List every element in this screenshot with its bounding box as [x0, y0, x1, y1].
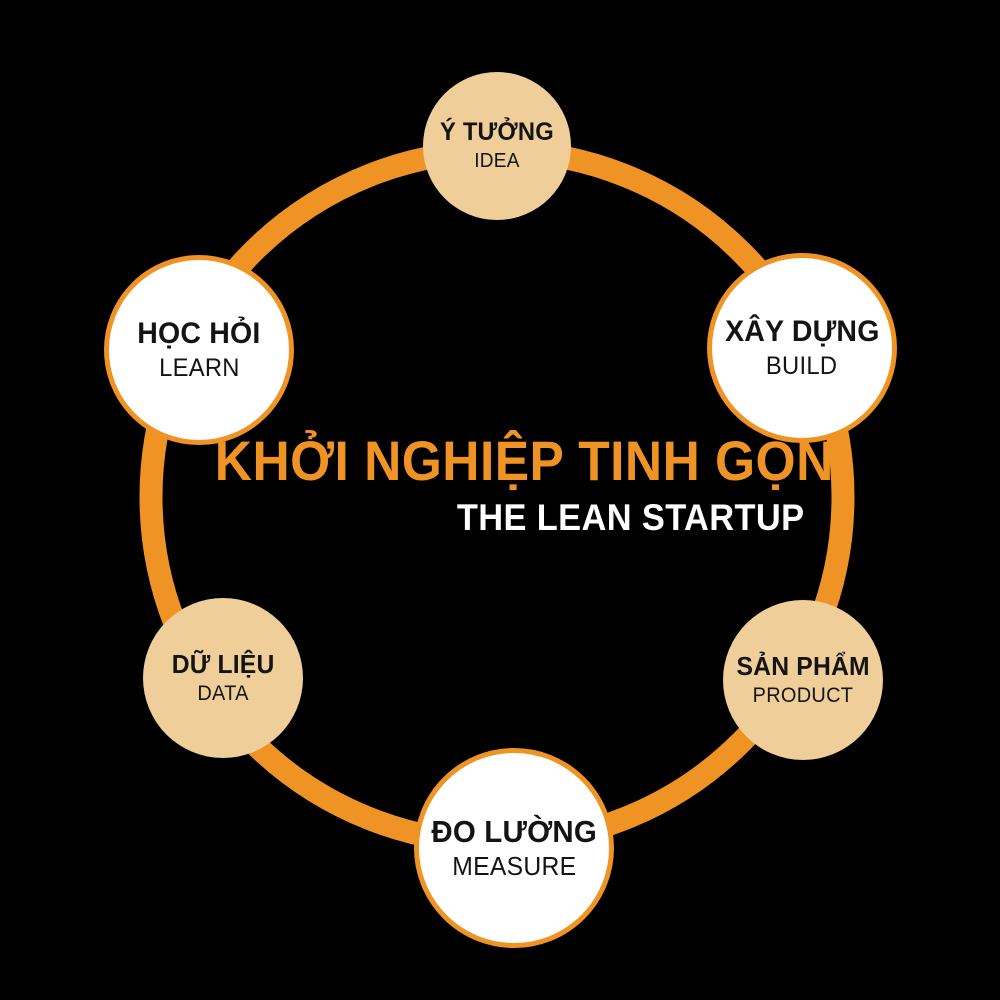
cycle-node-label-vietnamese: SẢN PHẨM — [736, 651, 870, 682]
cycle-node-label-english: LEARN — [158, 353, 240, 382]
cycle-node-label-vietnamese: XÂY DỰNG — [724, 315, 880, 349]
cycle-node-label-vietnamese: DỮ LIỆU — [171, 649, 275, 680]
cycle-node-label-english: BUILD — [766, 351, 838, 380]
cycle-node-label-vietnamese: ĐO LƯỜNG — [431, 814, 597, 850]
cycle-node-label-english: MEASURE — [451, 850, 577, 881]
cycle-node-label-english: IDEA — [474, 149, 520, 172]
cycle-node-label-english: PRODUCT — [752, 683, 854, 707]
cycle-node-label-vietnamese: HỌC HỎI — [137, 317, 261, 351]
cycle-node-label-vietnamese: Ý TƯỞNG — [440, 118, 554, 147]
cycle-node-label-english: DATA — [197, 681, 249, 705]
